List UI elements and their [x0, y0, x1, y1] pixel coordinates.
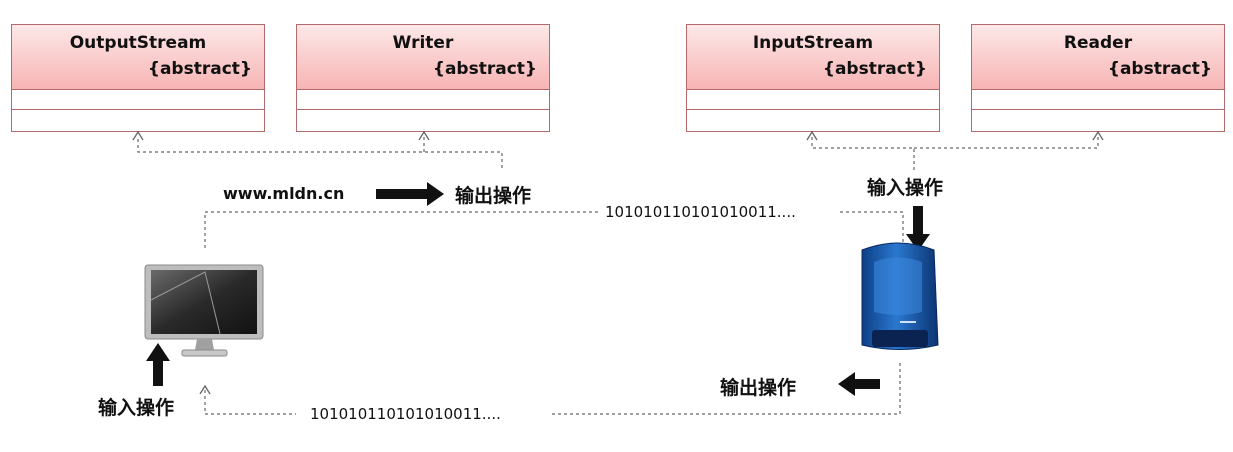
input-operation-label: 输入操作 [867, 177, 944, 199]
input-inheritance-line [811, 136, 915, 170]
url-label: www.mldn.cn [223, 184, 345, 203]
binary-stream-label: 101010110101010011.... [306, 405, 505, 423]
output-operation-label: 输出操作 [720, 377, 797, 399]
upper-flow-right [840, 211, 904, 248]
input-arrow-down [906, 206, 930, 251]
output-operation-label: 输出操作 [455, 185, 532, 207]
lower-flow-left [204, 390, 296, 415]
arrowhead-reader [1092, 130, 1104, 141]
server-icon [861, 242, 939, 350]
binary-stream-label: 101010110101010011.... [601, 203, 800, 221]
class-name: Writer [392, 33, 454, 53]
lower-flow-right [552, 360, 901, 415]
class-name: OutputStream [69, 33, 207, 53]
computer-monitor-icon [144, 264, 264, 357]
output-arrow-right [376, 182, 444, 206]
arrowhead-outputstream [132, 130, 144, 141]
class-outputstream: OutputStream {abstract} [11, 24, 265, 132]
reader-inheritance-line [914, 136, 1099, 149]
data-flow-connectors [204, 211, 904, 415]
class-inputstream: InputStream {abstract} [686, 24, 940, 132]
output-arrow-left [838, 372, 880, 396]
class-stereotype: {abstract} [147, 59, 252, 79]
upper-flow-left [204, 211, 600, 248]
class-name: InputStream [752, 33, 874, 53]
open-arrowheads [132, 130, 1104, 141]
input-arrow-up [146, 343, 170, 386]
arrowhead-inputstream [806, 130, 818, 141]
arrowhead-writer [418, 130, 430, 141]
output-inheritance-line [137, 136, 503, 168]
class-name: Reader [1063, 33, 1133, 53]
class-writer: Writer {abstract} [296, 24, 550, 132]
class-stereotype: {abstract} [1107, 59, 1212, 79]
inheritance-connectors [137, 136, 1099, 170]
class-stereotype: {abstract} [822, 59, 927, 79]
arrowhead-into-computer [199, 384, 211, 395]
class-stereotype: {abstract} [432, 59, 537, 79]
flow-arrowheads [199, 242, 909, 395]
input-operation-label: 输入操作 [98, 397, 175, 419]
